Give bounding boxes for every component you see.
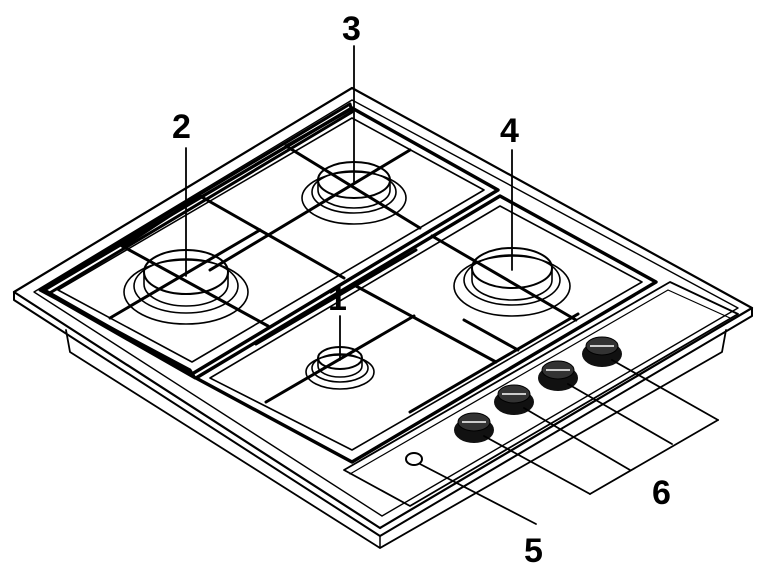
- callout-4: 4: [500, 112, 519, 150]
- callout-3: 3: [342, 10, 361, 48]
- hob-body: [12, 86, 754, 549]
- leader-lines-6: [483, 359, 719, 495]
- callout-6: 6: [652, 474, 671, 512]
- callout-2: 2: [172, 108, 191, 146]
- control-panel: [343, 281, 739, 507]
- ignition-button[interactable]: [405, 452, 423, 466]
- callout-1: 1: [328, 280, 347, 318]
- leader-lines: [185, 45, 719, 525]
- pan-support-right: [194, 194, 658, 464]
- callout-5: 5: [524, 532, 543, 570]
- pan-support-left: [38, 102, 500, 380]
- leader-line-5: [419, 463, 537, 525]
